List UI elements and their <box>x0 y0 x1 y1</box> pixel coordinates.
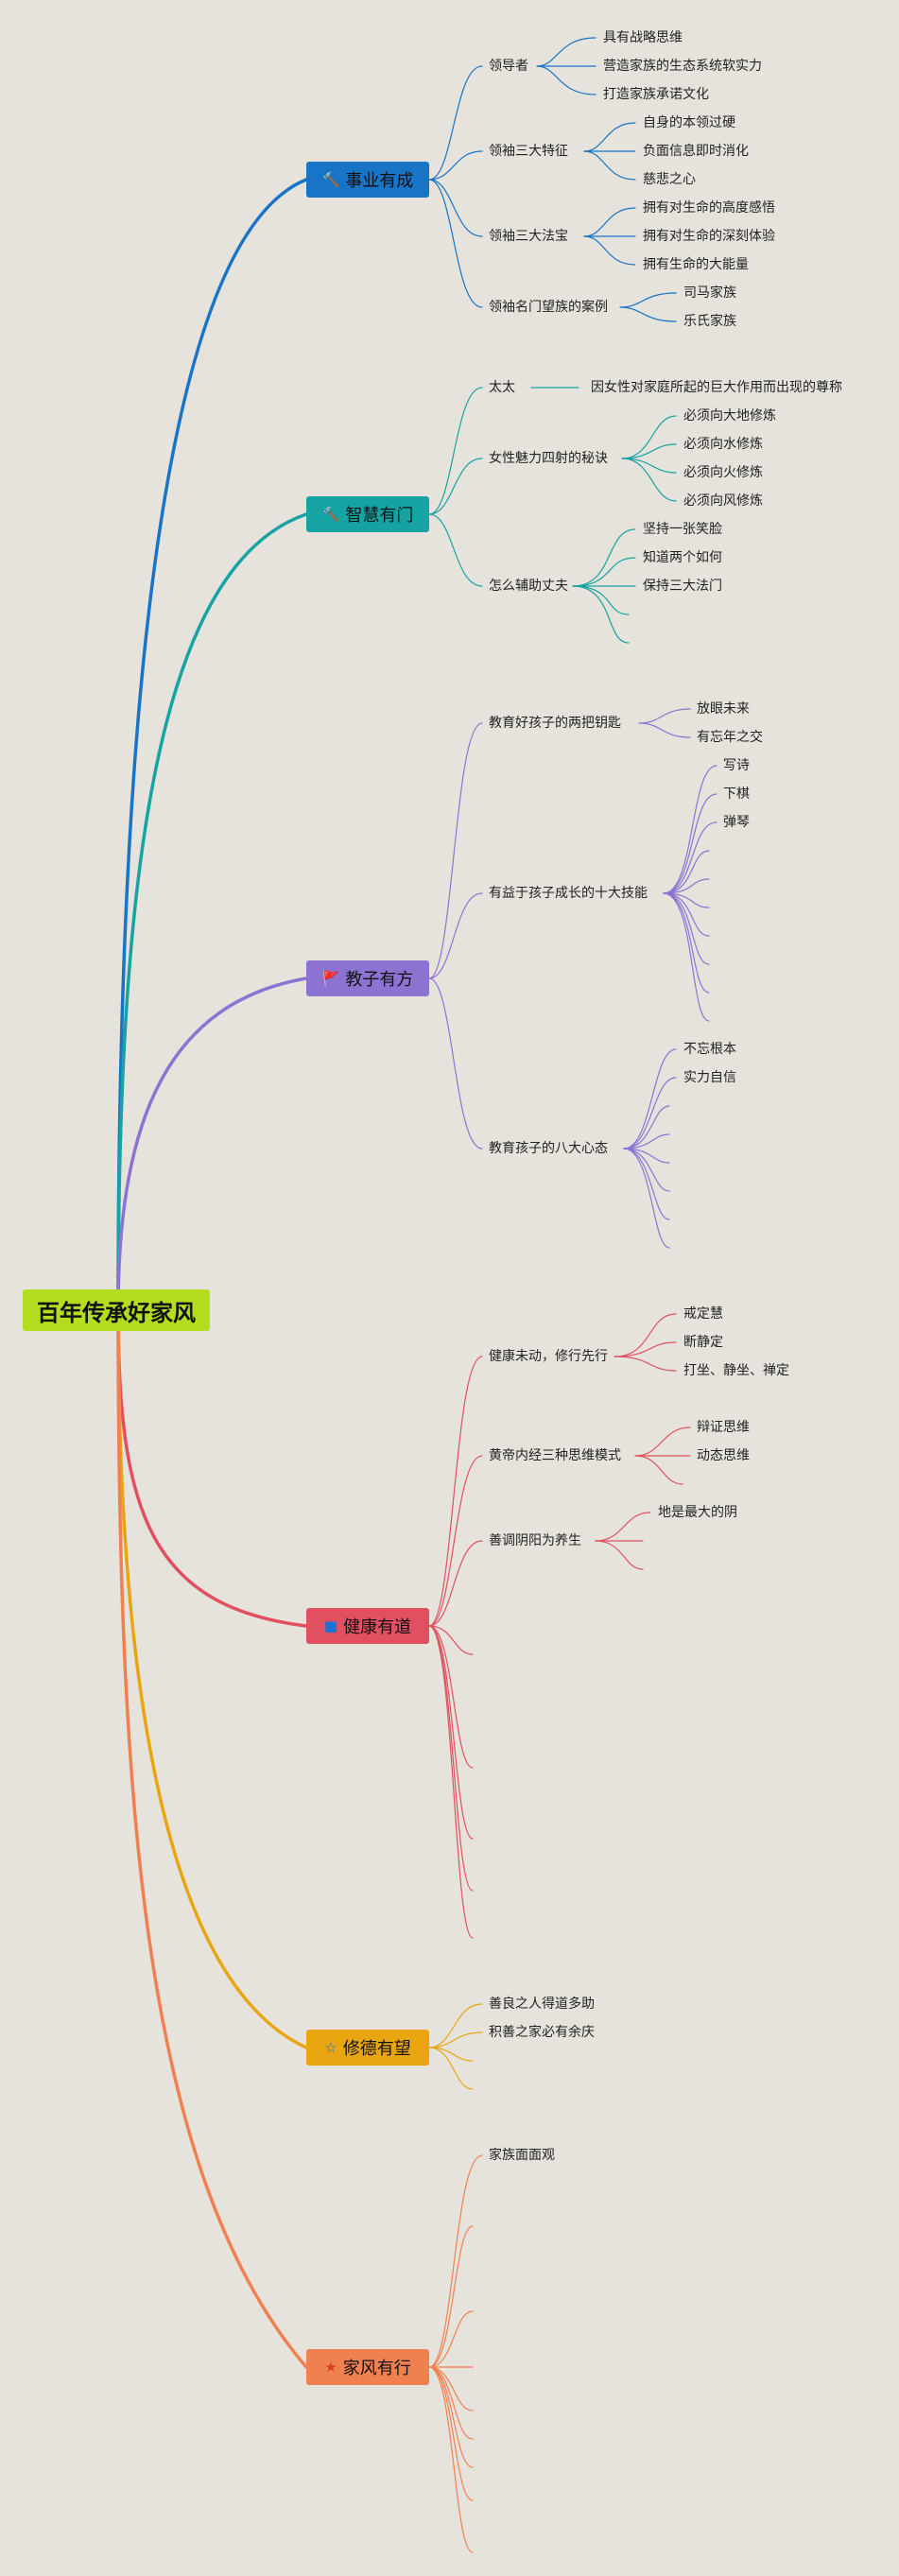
subtopic[interactable]: 具有战略思维 <box>603 30 683 45</box>
topic-yaoshi[interactable]: 教育好孩子的两把钥匙 <box>489 716 621 731</box>
subtopic[interactable]: 自身的本领过硬 <box>643 115 735 130</box>
branch-label: 健康有道 <box>343 1617 412 1637</box>
subtopic[interactable]: 坚持一张笑脸 <box>643 522 722 537</box>
topic-weidong[interactable]: 健康未动，修行先行 <box>489 1349 608 1364</box>
branch-jiankang[interactable]: ■ 健康有道 <box>306 1608 429 1644</box>
topic-fabao[interactable]: 领袖三大法宝 <box>489 229 568 244</box>
branch-label: 智慧有门 <box>345 506 414 526</box>
subtopic[interactable]: 司马家族 <box>683 285 736 301</box>
topic-tezheng[interactable]: 领袖三大特征 <box>489 144 568 159</box>
shiye-connectors <box>428 37 677 322</box>
branch-jiafeng[interactable]: ★ 家风有行 <box>306 2349 429 2385</box>
subtopic[interactable]: 实力自信 <box>683 1070 736 1085</box>
hammer-icon: 🔨 <box>321 505 340 523</box>
topic-huangdi[interactable]: 黄帝内经三种思维模式 <box>489 1448 621 1463</box>
subtopic[interactable]: 弹琴 <box>723 815 750 830</box>
branch-label: 修德有望 <box>342 2039 411 2059</box>
root-topic[interactable]: 百年传承好家风 <box>23 1289 210 1331</box>
branch-label: 事业有成 <box>345 171 414 191</box>
flag-icon: 🚩 <box>321 969 340 987</box>
jiaozi-connectors <box>428 708 717 1249</box>
branch-shiye[interactable]: 🔨 事业有成 <box>306 162 429 198</box>
topic-meili[interactable]: 女性魅力四射的秘诀 <box>489 451 608 466</box>
topic-taitai[interactable]: 太太 <box>489 380 515 395</box>
subtopic[interactable]: 负面信息即时消化 <box>643 144 749 159</box>
subtopic[interactable]: 拥有对生命的深刻体验 <box>643 229 775 244</box>
square-icon: ■ <box>323 1616 338 1634</box>
topic-jineng[interactable]: 有益于孩子成长的十大技能 <box>489 886 648 901</box>
subtopic[interactable]: 打造家族承诺文化 <box>603 87 709 102</box>
branch-label: 教子有方 <box>345 970 414 990</box>
topic-jiafeng-1[interactable]: 家族面面观 <box>489 2148 555 2163</box>
star-icon: ☆ <box>324 2038 337 2056</box>
subtopic[interactable]: 营造家族的生态系统软实力 <box>603 59 762 74</box>
subtopic[interactable]: 动态思维 <box>697 1448 750 1463</box>
branch-zhihui[interactable]: 🔨 智慧有门 <box>306 496 429 532</box>
subtopic[interactable]: 不忘根本 <box>683 1042 736 1057</box>
subtopic[interactable]: 戒定慧 <box>683 1306 723 1322</box>
subtopic[interactable]: 乐氏家族 <box>683 314 736 329</box>
star-icon: ★ <box>324 2358 337 2376</box>
subtopic[interactable]: 必须向大地修炼 <box>683 408 776 424</box>
zhihui-connectors <box>428 387 677 644</box>
subtopic[interactable]: 放眼未来 <box>697 701 750 717</box>
jiafeng-connectors <box>428 2154 483 2553</box>
subtopic[interactable]: 辩证思维 <box>697 1420 750 1435</box>
subtopic[interactable]: 断静定 <box>683 1335 723 1350</box>
subtopic[interactable]: 慈悲之心 <box>643 172 696 187</box>
topic-xiude-1[interactable]: 善良之人得道多助 <box>489 1997 595 2012</box>
subtopic[interactable]: 写诗 <box>723 758 750 773</box>
branch-jiaozi[interactable]: 🚩 教子有方 <box>306 960 429 996</box>
subtopic[interactable]: 必须向火修炼 <box>683 465 763 480</box>
topic-xintai[interactable]: 教育孩子的八大心态 <box>489 1141 608 1156</box>
branch-label: 家风有行 <box>342 2359 411 2378</box>
subtopic[interactable]: 保持三大法门 <box>643 579 722 594</box>
subtopic[interactable]: 拥有生命的大能量 <box>643 257 749 272</box>
subtopic[interactable]: 地是最大的阴 <box>658 1505 737 1520</box>
subtopic[interactable]: 必须向水修炼 <box>683 437 763 452</box>
hammer-icon: 🔨 <box>321 170 340 188</box>
topic-yinyang[interactable]: 善调阴阳为养生 <box>489 1533 581 1548</box>
subtopic[interactable]: 知道两个如何 <box>643 550 722 565</box>
jiankang-connectors <box>428 1313 691 1939</box>
topic-anli[interactable]: 领袖名门望族的案例 <box>489 300 608 315</box>
subtopic[interactable]: 下棋 <box>723 787 750 802</box>
root-connectors <box>116 178 308 2369</box>
subtopic[interactable]: 拥有对生命的高度感悟 <box>643 200 775 216</box>
branch-xiude[interactable]: ☆ 修德有望 <box>306 2030 429 2066</box>
topic-xiude-2[interactable]: 积善之家必有余庆 <box>489 2025 595 2040</box>
subtopic[interactable]: 打坐、静坐、禅定 <box>683 1363 789 1378</box>
topic-lingdaozhe[interactable]: 领导者 <box>489 59 528 74</box>
xiude-connectors <box>428 2003 483 2090</box>
subtopic[interactable]: 必须向风修炼 <box>683 493 763 509</box>
subtopic[interactable]: 因女性对家庭所起的巨大作用而出现的尊称 <box>591 380 842 395</box>
topic-fuzhu[interactable]: 怎么辅助丈夫 <box>489 579 568 594</box>
subtopic[interactable]: 有忘年之交 <box>697 730 763 745</box>
